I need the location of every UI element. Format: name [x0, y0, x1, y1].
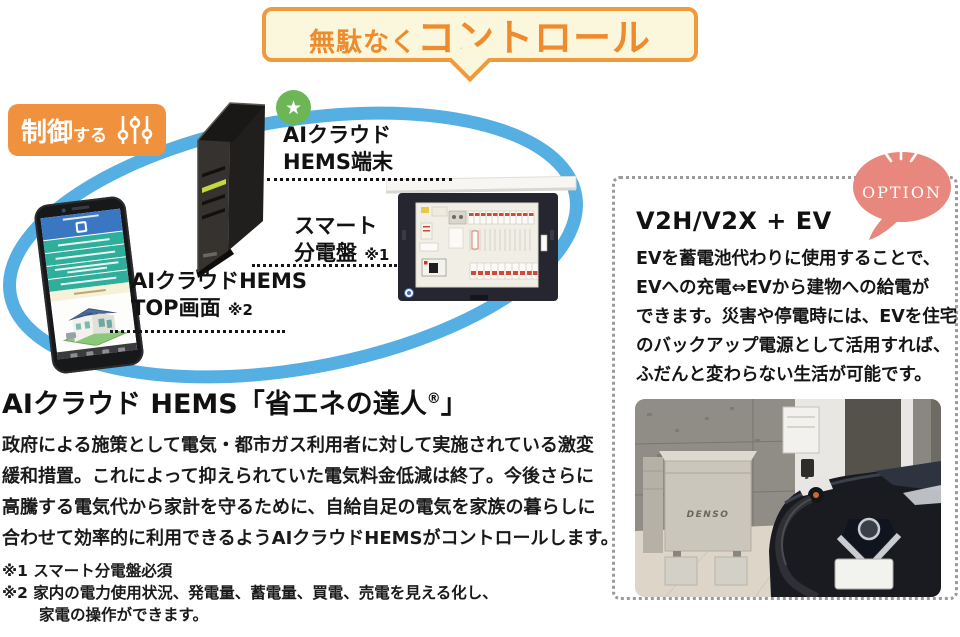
hems-terminal-image: [196, 102, 266, 278]
option-badge-text: OPTION: [862, 183, 942, 202]
option-body-line: のバックアップ電源として活用すれば、: [636, 336, 951, 356]
control-badge: 制御する: [8, 104, 166, 156]
control-label: 制御する: [20, 117, 107, 148]
headline-banner: 無駄なく コントロール: [262, 7, 698, 62]
option-card: V2H/V2X + EV EVを蓄電池代わりに使用することで、 EVへの充電⇔E…: [612, 176, 958, 600]
footnote-1: ※1 スマート分電盤必須: [2, 562, 173, 580]
main-paragraph-line: 合わせて効率的に利用できるようAIクラウドHEMSがコントロールします。: [2, 528, 619, 549]
panel-ref: ※1: [364, 246, 390, 265]
main-title: AIクラウド HEMS「省エネの達人®」: [2, 389, 468, 420]
option-card-title: V2H/V2X + EV: [636, 207, 832, 235]
phone-screen-label: AIクラウドHEMS TOP画面 ※2: [131, 269, 308, 321]
headline-prefix: 無駄なく: [308, 28, 417, 58]
smart-panel-image: [386, 175, 577, 301]
sliders-icon: [117, 116, 153, 144]
main-paragraph-line: 政府による施策として電気・都市ガス利用者に対して実施されている激変: [2, 435, 594, 456]
main-paragraph-line: 緩和措置。これによって抑えられていた電気料金低減は終了。今後さらに: [2, 466, 595, 487]
star-icon: ★: [276, 90, 311, 125]
terminal-label: AIクラウド HEMS端末: [283, 123, 393, 175]
connection-loop: [3, 106, 583, 384]
phone-screen: [40, 208, 138, 360]
ev-photo: DENSO: [635, 399, 941, 597]
registered-mark: ®: [426, 391, 441, 407]
option-body-line: できます。災害や停電時には、EVを住宅: [636, 307, 958, 327]
option-body-line: EVを蓄電池代わりに使用することで、: [636, 249, 941, 269]
phone-ref: ※2: [227, 301, 253, 320]
footnote-2: ※2 家内の電力使用状況、発電量、蓄電量、買電、売電を見える化し、: [2, 584, 498, 602]
headline-text: 無駄なく コントロール: [309, 7, 651, 62]
headline-emphasis: コントロール: [417, 16, 652, 60]
phone-nav-chart-icon: [85, 351, 94, 359]
option-badge: OPTION: [853, 149, 951, 240]
phone-app-icon: [75, 220, 88, 234]
main-paragraph-line: 高騰する電気代から家計を守るために、自給自足の電気を家族の暮らしに: [2, 497, 596, 518]
option-body-line: ふだんと変わらない生活が可能です。: [636, 365, 932, 385]
phone-camera: [61, 208, 66, 213]
terminal-label-underline: [267, 178, 452, 181]
phone-screen-label-underline: [110, 330, 285, 333]
phone-image: [32, 195, 146, 375]
phone-nav-home-icon: [69, 353, 78, 360]
sparkle-icon: [884, 149, 918, 163]
option-card-body: EVを蓄電池代わりに使用することで、 EVへの充電⇔EVから建物への給電が でき…: [636, 245, 957, 390]
phone-nav-devices-icon: [101, 349, 110, 357]
footnotes: ※1 スマート分電盤必須 ※2 家内の電力使用状況、発電量、蓄電量、買電、売電を…: [2, 560, 498, 626]
phone-nav-menu-icon: [117, 347, 126, 355]
v2h-unit-brand: DENSO: [687, 510, 730, 520]
option-body-line: EVへの充電⇔EVから建物への給電が: [636, 278, 930, 298]
smart-panel-label: スマート 分電盤 ※1: [294, 214, 390, 266]
main-paragraph: 政府による施策として電気・都市ガス利用者に対して実施されている激変 緩和措置。こ…: [2, 430, 619, 554]
footnote-2-continued: 家電の操作ができます。: [39, 606, 208, 624]
smart-panel-label-underline: [252, 264, 397, 267]
phone-house-illustration: [50, 292, 137, 353]
phone-speaker: [71, 205, 90, 211]
